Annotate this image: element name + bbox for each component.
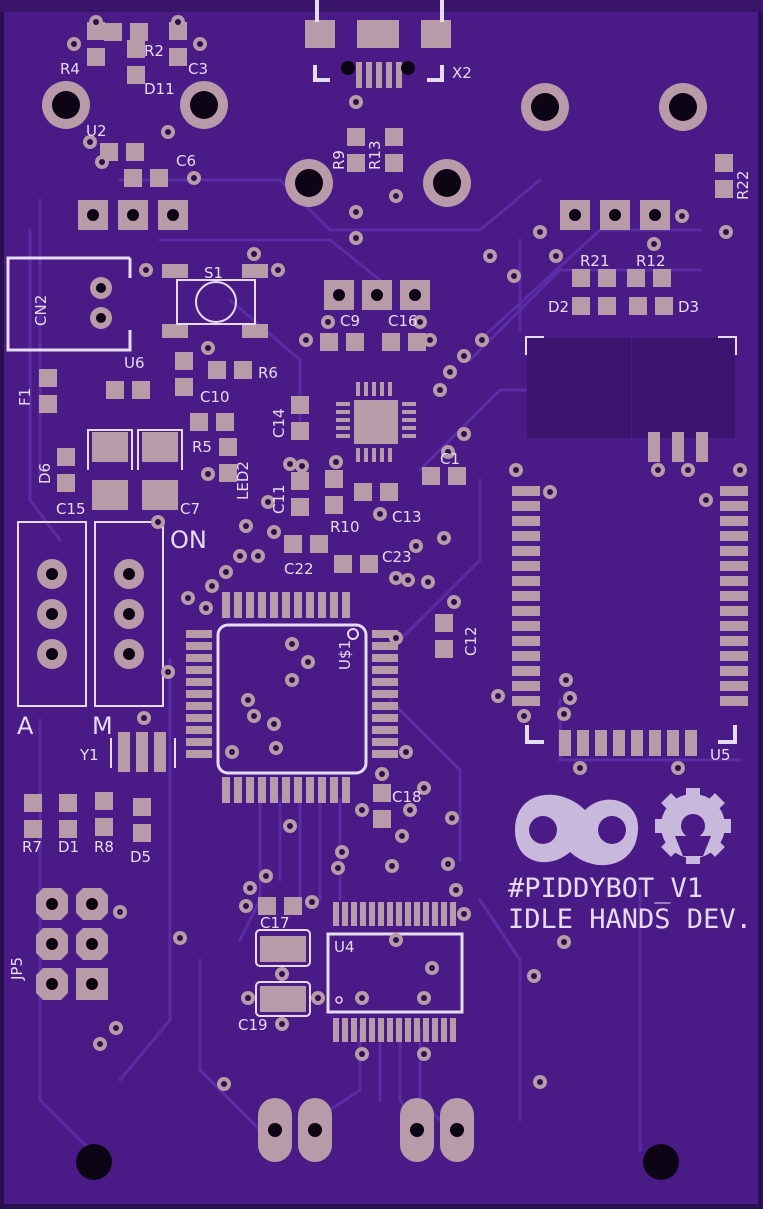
label-c3: C3 [188,60,208,78]
label-d11: D11 [144,80,175,98]
label-r4: R4 [60,60,80,78]
label-r8: R8 [94,838,114,856]
label-on: ON [170,526,207,554]
mounting-holes [42,81,707,1180]
label-f1: F1 [16,388,34,406]
label-cn2: CN2 [32,295,50,326]
open-hardware-gear-icon [655,788,731,864]
label-a: A [17,712,34,740]
terminal-a [17,521,87,707]
label-c12: C12 [462,626,480,656]
label-r10: R10 [330,518,360,536]
label-c18: C18 [392,788,422,806]
label-r9: R9 [330,150,348,170]
label-c14: C14 [270,408,288,438]
silkscreen-large-labels: ON A M [17,526,207,740]
label-u1: U$1 [336,640,354,670]
label-r22: R22 [734,170,752,200]
label-r12: R12 [636,252,666,270]
label-r2: R2 [144,42,164,60]
header-top-left [78,200,188,230]
label-r6: R6 [258,364,278,382]
label-c23: C23 [382,548,412,566]
label-c10: C10 [200,388,230,406]
label-r7: R7 [22,838,42,856]
bottom-slots [258,1098,474,1162]
label-c6: C6 [176,152,196,170]
board-edge-top [0,0,763,12]
ohm-logo-icon [515,794,639,866]
ic-u4 [326,902,464,1042]
label-c22: C22 [284,560,314,578]
label-d5: D5 [130,848,151,866]
label-m: M [92,712,113,740]
terminal-m [94,521,164,707]
qfn-chip [336,382,416,462]
label-u2: U2 [86,122,107,140]
usb-connector-x2 [305,0,451,88]
label-s1: S1 [204,264,223,282]
label-c1: C1 [440,450,460,468]
board-title-line1: #PIDDYBOT_V1 [508,873,703,904]
board-title-line2: IDLE HANDS DEV. [508,904,752,935]
header-center [324,280,430,310]
header-top-right [560,200,670,230]
label-u4: U4 [334,938,355,956]
silkscreen-labels: R2 R4 C3 D11 U2 C6 X2 R9 R13 R22 R21 R12… [8,42,752,1034]
label-d6: D6 [36,463,54,484]
label-y1: Y1 [79,746,99,764]
label-c16: C16 [388,312,418,330]
label-c11: C11 [270,484,288,514]
label-r21: R21 [580,252,610,270]
label-r5: R5 [192,438,212,456]
connector-cn2 [6,256,132,352]
switch-s1 [162,264,268,338]
label-c17: C17 [260,914,290,932]
label-d3: D3 [678,298,699,316]
label-c15: C15 [56,500,86,518]
label-d2: D2 [548,298,569,316]
module-u5 [512,336,748,756]
label-c13: C13 [392,508,422,526]
label-jp5: JP5 [8,957,26,981]
label-c19: C19 [238,1016,268,1034]
label-d1: D1 [58,838,79,856]
mcu-u1 [186,592,398,803]
large-caps [87,429,311,1017]
crystal-y1 [110,732,176,772]
label-r13: R13 [366,140,384,170]
label-c9: C9 [340,312,360,330]
header-jp5 [36,888,108,1000]
smd-passives [24,22,733,915]
label-led2: LED2 [234,461,252,500]
label-x2: X2 [452,64,472,82]
vias [67,15,747,1091]
label-u5: U5 [710,746,731,764]
label-u6: U6 [124,354,145,372]
label-c7: C7 [180,500,200,518]
